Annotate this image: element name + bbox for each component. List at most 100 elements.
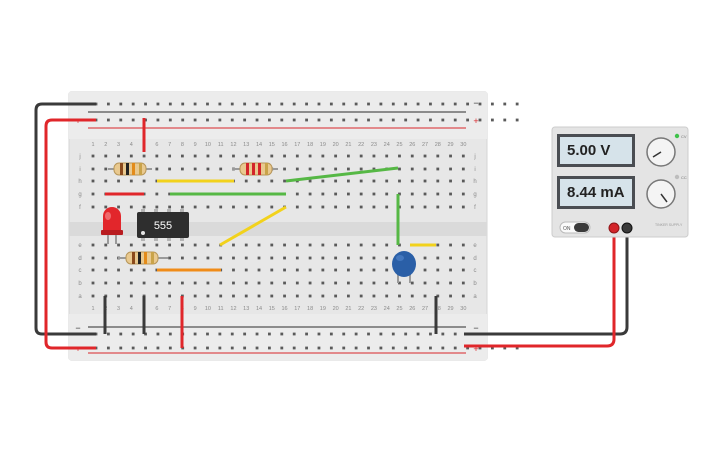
breadboard-hole[interactable] xyxy=(230,118,234,122)
breadboard-hole[interactable] xyxy=(295,268,299,272)
breadboard-hole[interactable] xyxy=(398,281,401,285)
breadboard-hole[interactable] xyxy=(308,192,312,196)
breadboard-hole[interactable] xyxy=(91,205,95,209)
breadboard-hole[interactable] xyxy=(423,281,427,285)
wire-yellow-diagonal[interactable] xyxy=(219,205,287,247)
breadboard-hole[interactable] xyxy=(461,154,465,158)
breadboard-hole[interactable] xyxy=(283,268,286,272)
breadboard-hole[interactable] xyxy=(398,294,401,298)
breadboard-hole[interactable] xyxy=(193,332,197,336)
positive-terminal[interactable] xyxy=(608,222,620,234)
breadboard-hole[interactable] xyxy=(367,118,370,122)
breadboard-hole[interactable] xyxy=(142,205,146,209)
breadboard-hole[interactable] xyxy=(317,118,321,122)
breadboard-hole[interactable] xyxy=(193,154,197,158)
breadboard-hole[interactable] xyxy=(244,268,248,272)
breadboard-hole[interactable] xyxy=(308,256,312,260)
breadboard-hole[interactable] xyxy=(372,281,376,285)
breadboard-hole[interactable] xyxy=(441,102,445,106)
breadboard-hole[interactable] xyxy=(436,205,440,209)
breadboard-hole[interactable] xyxy=(244,294,248,298)
breadboard-hole[interactable] xyxy=(354,332,358,336)
wire-black-left-rail[interactable] xyxy=(34,102,96,336)
breadboard-hole[interactable] xyxy=(423,294,427,298)
breadboard-hole[interactable] xyxy=(385,294,389,298)
breadboard-hole[interactable] xyxy=(398,167,401,171)
breadboard-hole[interactable] xyxy=(117,205,120,209)
breadboard-hole[interactable] xyxy=(385,256,389,260)
breadboard-hole[interactable] xyxy=(391,346,395,350)
breadboard-hole[interactable] xyxy=(142,192,146,196)
breadboard-hole[interactable] xyxy=(308,167,312,171)
breadboard-hole[interactable] xyxy=(270,268,274,272)
breadboard-hole[interactable] xyxy=(449,179,452,183)
breadboard-hole[interactable] xyxy=(347,256,350,260)
breadboard-hole[interactable] xyxy=(129,243,133,247)
breadboard-hole[interactable] xyxy=(410,294,414,298)
breadboard-hole[interactable] xyxy=(503,118,507,122)
breadboard-hole[interactable] xyxy=(423,179,427,183)
breadboard-hole[interactable] xyxy=(117,154,120,158)
breadboard-hole[interactable] xyxy=(104,167,108,171)
breadboard-hole[interactable] xyxy=(129,205,133,209)
breadboard-hole[interactable] xyxy=(385,205,389,209)
breadboard-hole[interactable] xyxy=(321,294,325,298)
breadboard-hole[interactable] xyxy=(230,332,234,336)
breadboard-hole[interactable] xyxy=(308,205,312,209)
breadboard-hole[interactable] xyxy=(449,294,452,298)
breadboard-hole[interactable] xyxy=(398,179,401,183)
breadboard-hole[interactable] xyxy=(391,118,395,122)
breadboard-hole[interactable] xyxy=(503,346,507,350)
breadboard-hole[interactable] xyxy=(91,192,95,196)
breadboard-hole[interactable] xyxy=(391,332,395,336)
breadboard-hole[interactable] xyxy=(308,281,312,285)
breadboard-hole[interactable] xyxy=(295,281,299,285)
breadboard-hole[interactable] xyxy=(461,205,465,209)
breadboard-hole[interactable] xyxy=(308,294,312,298)
breadboard-hole[interactable] xyxy=(359,179,363,183)
breadboard-hole[interactable] xyxy=(379,346,383,350)
breadboard-hole[interactable] xyxy=(404,102,408,106)
breadboard-hole[interactable] xyxy=(131,332,135,336)
breadboard-hole[interactable] xyxy=(193,118,197,122)
breadboard-hole[interactable] xyxy=(354,346,358,350)
breadboard-hole[interactable] xyxy=(268,346,271,350)
breadboard-hole[interactable] xyxy=(180,205,184,209)
breadboard-hole[interactable] xyxy=(347,154,350,158)
breadboard-hole[interactable] xyxy=(91,281,95,285)
breadboard-hole[interactable] xyxy=(104,243,108,247)
breadboard-hole[interactable] xyxy=(168,192,172,196)
breadboard-hole[interactable] xyxy=(268,118,271,122)
breadboard-hole[interactable] xyxy=(391,102,395,106)
breadboard-hole[interactable] xyxy=(461,167,465,171)
breadboard-hole[interactable] xyxy=(347,281,350,285)
breadboard-hole[interactable] xyxy=(193,243,197,247)
breadboard-hole[interactable] xyxy=(453,118,457,122)
breadboard-hole[interactable] xyxy=(317,332,321,336)
breadboard-hole[interactable] xyxy=(334,154,338,158)
breadboard-hole[interactable] xyxy=(449,243,452,247)
breadboard-hole[interactable] xyxy=(461,179,465,183)
breadboard-hole[interactable] xyxy=(490,346,494,350)
breadboard-hole[interactable] xyxy=(461,192,465,196)
breadboard-hole[interactable] xyxy=(334,268,338,272)
breadboard-hole[interactable] xyxy=(155,281,159,285)
breadboard-hole[interactable] xyxy=(423,154,427,158)
breadboard-hole[interactable] xyxy=(155,294,159,298)
breadboard-hole[interactable] xyxy=(206,281,210,285)
breadboard-hole[interactable] xyxy=(119,332,123,336)
breadboard-hole[interactable] xyxy=(232,256,235,260)
breadboard-hole[interactable] xyxy=(342,332,346,336)
breadboard-hole[interactable] xyxy=(255,346,259,350)
breadboard-hole[interactable] xyxy=(295,192,299,196)
breadboard-hole[interactable] xyxy=(466,102,470,106)
breadboard-hole[interactable] xyxy=(255,118,259,122)
breadboard-hole[interactable] xyxy=(308,268,312,272)
breadboard-hole[interactable] xyxy=(321,179,325,183)
breadboard-hole[interactable] xyxy=(131,346,135,350)
breadboard-hole[interactable] xyxy=(334,281,338,285)
breadboard-hole[interactable] xyxy=(219,205,223,209)
breadboard-hole[interactable] xyxy=(372,205,376,209)
breadboard-hole[interactable] xyxy=(155,268,159,272)
breadboard-hole[interactable] xyxy=(142,281,146,285)
